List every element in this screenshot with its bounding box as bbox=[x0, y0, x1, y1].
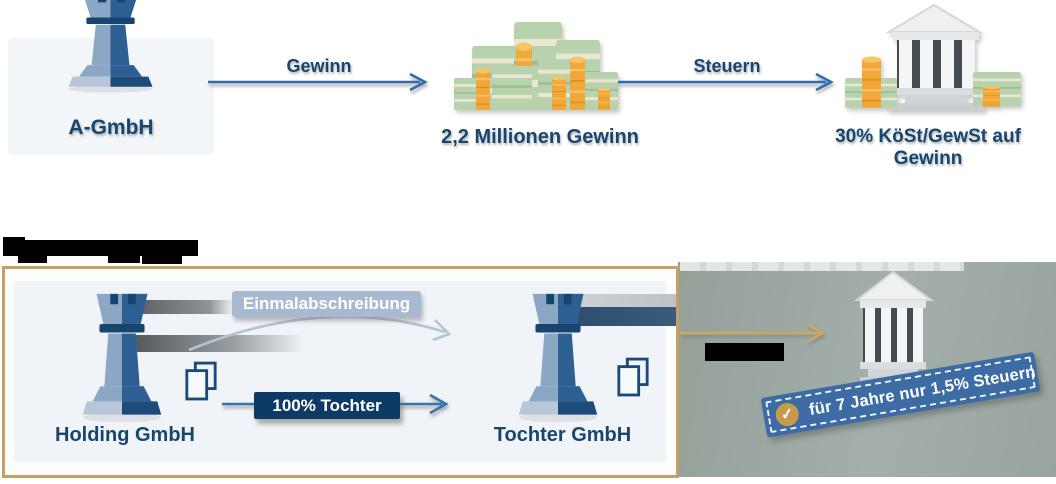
redaction-bar bbox=[18, 256, 47, 263]
right-arrow-icon bbox=[618, 72, 834, 92]
right-arrow-icon bbox=[208, 72, 428, 92]
shadow-artifact-bar bbox=[138, 300, 233, 314]
shadow-artifact-bar bbox=[558, 294, 676, 307]
redaction-bar bbox=[142, 256, 182, 264]
bank-icon bbox=[845, 3, 1021, 111]
ownership-pill: 100% Tochter bbox=[254, 392, 400, 419]
redaction-bar bbox=[108, 256, 140, 263]
profit-arrow-label: Gewinn bbox=[286, 56, 352, 76]
rook-icon bbox=[73, 292, 171, 424]
copy-icon bbox=[617, 357, 649, 397]
shadow-artifact-bar bbox=[558, 307, 676, 326]
bank-icon bbox=[854, 270, 935, 385]
holding-company-label: Holding GmbH bbox=[55, 424, 195, 446]
gold-right-arrow-icon bbox=[680, 323, 826, 343]
copy-icon bbox=[185, 361, 217, 401]
writeoff-pill: Einmalabschreibung bbox=[232, 291, 421, 317]
tax-arrow-label: Steuern bbox=[693, 56, 761, 76]
check-icon: ✓ bbox=[773, 400, 801, 428]
subsidiary-company-label: Tochter GmbH bbox=[493, 424, 632, 446]
rook-icon bbox=[58, 0, 163, 94]
money-label: 2,2 Millionen Gewinn bbox=[441, 126, 639, 148]
gray-panel-top-stripe bbox=[680, 262, 964, 271]
curved-arrow-icon bbox=[188, 315, 452, 352]
company-label: A-GmbH bbox=[68, 116, 154, 139]
rook-icon bbox=[509, 292, 607, 424]
redaction-bar bbox=[3, 237, 25, 241]
shadow-artifact-bar bbox=[132, 335, 304, 352]
redaction-bar bbox=[3, 240, 198, 256]
bank-label: 30% KöSt/GewSt auf Gewinn bbox=[835, 126, 1021, 169]
money-stack-icon bbox=[454, 16, 618, 110]
redaction-bar bbox=[705, 343, 784, 361]
